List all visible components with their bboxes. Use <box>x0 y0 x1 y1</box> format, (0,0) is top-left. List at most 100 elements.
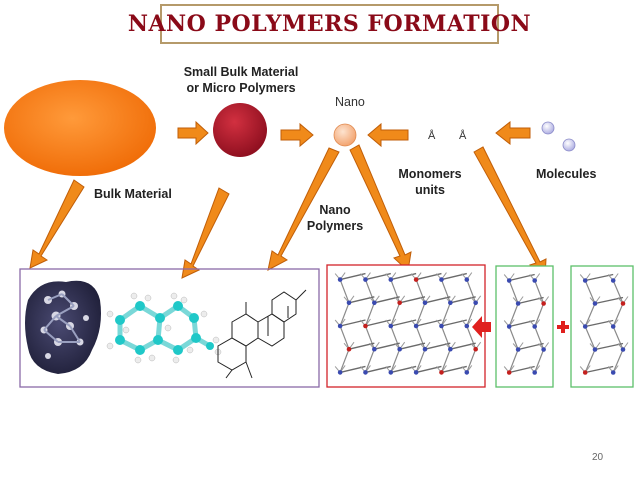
bond-line <box>390 302 401 327</box>
bulk-structures-frame <box>19 268 320 388</box>
molecule-sphere-1 <box>541 121 555 135</box>
nano-label: Nano <box>335 95 365 109</box>
bond-line <box>364 279 375 304</box>
atom <box>464 277 470 282</box>
atom <box>388 370 394 375</box>
atom <box>346 346 352 352</box>
atom <box>532 278 537 283</box>
atom <box>439 323 444 329</box>
atom <box>515 301 521 306</box>
bond-line <box>612 303 624 327</box>
atom <box>337 370 343 375</box>
bond-line <box>584 349 596 373</box>
atom <box>422 300 428 306</box>
bond-line <box>339 325 350 350</box>
atom <box>473 300 478 306</box>
bond-line <box>466 279 477 304</box>
molecule-sphere-2 <box>562 138 576 152</box>
bond-line <box>534 349 545 373</box>
monomers-label: Monomers units <box>388 166 472 198</box>
atom <box>464 323 470 329</box>
atom <box>473 346 478 352</box>
atom <box>363 370 368 375</box>
arrow-bulk-to-micro <box>177 120 209 146</box>
atom <box>620 301 626 306</box>
bond-line <box>466 302 477 327</box>
nano-sphere <box>333 123 357 147</box>
atom <box>448 300 453 306</box>
angstrom-symbol-1: Å <box>428 130 436 142</box>
small-bulk-label: Small Bulk Material or Micro Polymers <box>172 64 310 96</box>
atom <box>413 277 419 282</box>
bond-line <box>339 348 350 373</box>
bond-line <box>534 326 545 350</box>
atom <box>422 346 428 352</box>
bond-line <box>508 326 519 350</box>
bond-line <box>534 280 545 304</box>
atom <box>506 324 512 329</box>
bond-line <box>508 280 519 304</box>
atom <box>413 370 419 375</box>
atom <box>413 323 419 329</box>
bond-line <box>440 302 451 327</box>
atom <box>541 347 546 352</box>
arrow-micro-to-nano <box>280 122 314 148</box>
bond-line <box>415 302 426 327</box>
red-left-arrow <box>472 316 491 338</box>
bulk-material-label: Bulk Material <box>94 187 172 201</box>
monomer-frame-2 <box>570 265 634 388</box>
bond-line <box>440 325 451 350</box>
nano-polymers-label-line2: Polymers <box>306 219 364 233</box>
atom <box>582 370 588 375</box>
page-title: NANO POLYMERS FORMATION <box>127 11 532 37</box>
bulk-material-shape <box>4 80 156 176</box>
atom <box>363 277 368 282</box>
atom <box>439 277 444 282</box>
atom <box>506 370 512 375</box>
skeletal-structure <box>217 289 307 379</box>
arrow-nano-to-polymer <box>349 144 412 273</box>
page-number: 20 <box>592 452 604 463</box>
bond-line <box>466 325 477 350</box>
atom <box>388 277 394 282</box>
atom <box>592 301 598 306</box>
atom <box>532 370 537 375</box>
bond-line <box>584 326 596 350</box>
molecules-label: Molecules <box>536 167 597 181</box>
bond-line <box>415 348 426 373</box>
atom <box>532 324 537 329</box>
atom <box>506 278 512 283</box>
arrow-molecule-to-monomer <box>495 120 531 146</box>
bond-line <box>584 303 596 327</box>
atom <box>610 278 616 283</box>
atom <box>464 370 470 375</box>
bond-line <box>339 279 350 304</box>
bond-line <box>415 325 426 350</box>
atom <box>515 347 521 352</box>
bond-line <box>612 349 624 373</box>
small-bulk-label-line2: or Micro Polymers <box>186 81 296 95</box>
small-bulk-label-line1: Small Bulk Material <box>183 65 299 79</box>
bond-line <box>584 280 596 304</box>
bond-line <box>440 348 451 373</box>
bond-line <box>612 280 624 304</box>
atom <box>610 370 616 375</box>
monomers-label-line2: units <box>415 183 445 197</box>
atom <box>541 301 546 306</box>
atom <box>439 370 444 375</box>
atom <box>388 323 394 329</box>
arrow-bulk-down <box>29 179 85 269</box>
monomer-frame-1 <box>495 265 554 388</box>
bond-line <box>364 325 375 350</box>
atom <box>592 347 598 352</box>
atom <box>448 346 453 352</box>
bond-line <box>339 302 350 327</box>
bond-line <box>390 279 401 304</box>
arrow-monomer-to-nano <box>367 122 409 148</box>
bond-line <box>466 348 477 373</box>
bond-line <box>534 303 545 327</box>
nano-polymers-label: Nano Polymers <box>298 202 372 234</box>
